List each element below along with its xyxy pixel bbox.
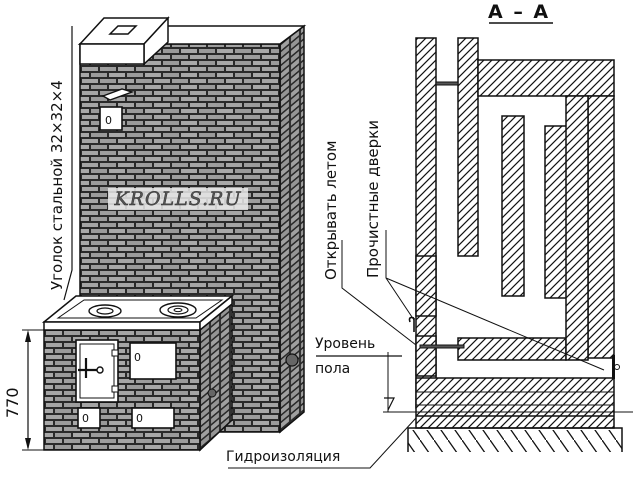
ash-door [77,407,101,429]
steel-angle-leader [63,26,73,301]
watermark: KROLLS.RU [108,188,248,210]
lower-front-wall [415,255,437,317]
cooktop-plate [56,299,224,319]
burner-left-inner [96,307,114,315]
wall-vent-icon [285,353,299,367]
burner-left-icon [88,304,122,318]
lower-stub [415,335,437,377]
cooktop-edge [43,321,201,331]
open-summer-leader [341,240,417,346]
cleanout-door-right [612,355,615,379]
steel-angle-label: Уголок стальной 32×32×4 [48,80,66,290]
stove-3d-view: 0 0 0 0 [22,16,307,452]
level-triangle-icon [384,397,395,411]
ground-line [407,427,623,452]
cooktop-edge-side [199,294,233,332]
flue-column [457,37,479,257]
cleanout-doors-label: Прочистные дверки [364,120,382,278]
lower-cleanout-door [131,407,175,429]
damper-bottom [419,344,465,349]
baffle-1 [501,115,525,297]
burner-right-mid [167,305,189,315]
base-masonry [415,377,615,429]
height-dimension-label: 770 [3,387,22,418]
inner-right-wall [565,95,589,361]
ash-door-mark: 0 [82,412,89,425]
burner-right-inner [173,307,183,313]
damper-handle-icon [101,88,135,101]
waterproofing-leader [228,417,417,469]
oven-door-mark: 0 [134,351,141,364]
chimney-door-mark: 0 [105,114,112,127]
waterproofing-label: Гидроизоляция [226,449,341,465]
firebox-hinge-top [111,349,119,357]
cleanout-leader [385,230,605,371]
section-title: A – A [488,1,551,23]
section-view [228,22,633,469]
stove-vent-icon [207,388,217,398]
chimney-cleanout-door [99,106,123,131]
baffle-2 [544,125,568,299]
dimension-770 [22,329,44,451]
firebox-hinge-bottom [111,385,119,393]
wall-side [279,24,305,434]
right-wall [587,95,615,359]
ground-hatch [408,430,622,452]
open-in-summer-label: Открывать летом [322,140,340,280]
burner-right-icon [159,302,197,318]
oven-door [129,342,177,380]
top-slab [477,59,615,97]
horizontal-baffle [457,337,567,361]
floor-level-label-2: пола [315,361,351,377]
lower-door-mark: 0 [136,412,143,425]
damper-top [435,81,459,86]
chimney-front [79,43,145,65]
floor-level-label: Уровень [315,336,376,352]
chimney-flue-opening [108,25,138,35]
